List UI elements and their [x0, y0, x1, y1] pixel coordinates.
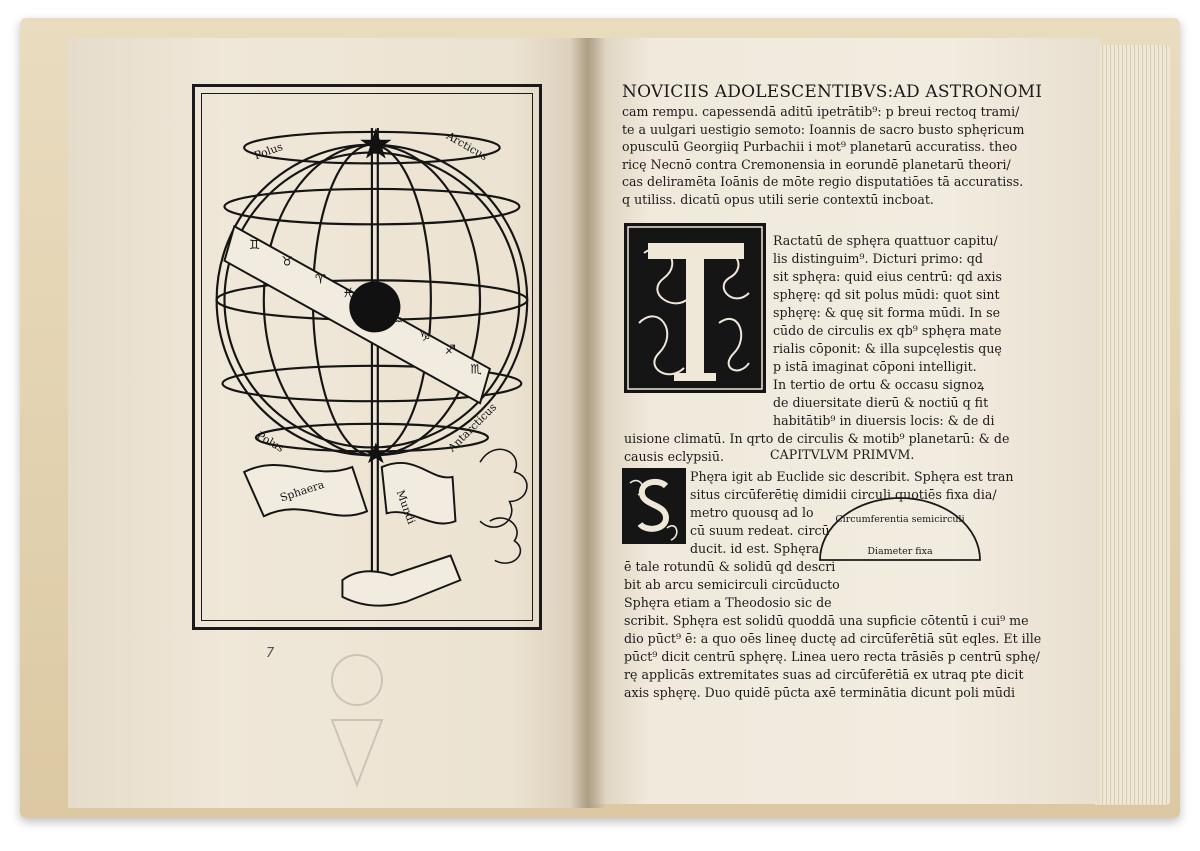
svg-text:♑: ♑: [419, 329, 430, 344]
right-page: [588, 38, 1100, 804]
t-line: lis distinguim⁹. Dicturi primo: qd: [773, 251, 983, 266]
s-line: cū suum redeat. circū: [690, 523, 830, 538]
t-line: p istā imaginat cōponi intelligit.: [773, 359, 977, 374]
body-line: pūct⁹ dicit centrū sphęrę. Linea uero re…: [624, 649, 1040, 664]
t-line: habitātib⁹ in diuersis locis: & de di: [773, 413, 995, 428]
body-line: ē tale rotundū & solidū qd descri: [624, 559, 836, 574]
intro-line: cas deliramēta Ioānis de mōte regio disp…: [622, 174, 1024, 190]
faint-stamp-image: [330, 654, 384, 788]
semicircle-diagram: Circumferentia semicirculi Diameter fixa: [819, 497, 981, 561]
intro-line: q utiliss. dicatū opus utili serie conte…: [622, 191, 934, 207]
svg-text:♉: ♉: [281, 255, 292, 270]
page-heading: NOVICIIS ADOLESCENTIBVS:AD ASTRONOMI: [622, 82, 1043, 102]
t-line: Ractatū de sphęra quattuor capitu/: [773, 233, 998, 248]
t-line: cūdo de circulis ex qb⁹ sphęra mate: [773, 323, 1002, 338]
svg-text:♒: ♒: [392, 314, 403, 329]
decorated-initial-t: [624, 223, 766, 393]
body-line: scribit. Sphęra est solidū quoddā una su…: [624, 613, 1029, 628]
t-line: sphęrę: & quę sit forma mūdi. In se: [773, 305, 1001, 320]
body-line: dio pūct⁹ ē: a quo oēs lineę ductę ad ci…: [624, 631, 1042, 646]
book-gutter: [570, 38, 606, 808]
label-polus-bottom: Polus: [254, 429, 286, 455]
s-line: Phęra igit ab Euclide sic describit. Sph…: [690, 469, 1014, 484]
svg-text:♏: ♏: [470, 363, 481, 378]
svg-text:♈: ♈: [315, 272, 326, 287]
t-line: rialis cōponit: & illa supcęlestis quę: [773, 341, 1002, 356]
diagram-base-label: Diameter fixa: [867, 546, 933, 557]
left-page: [68, 38, 588, 808]
page-edges: [1095, 45, 1170, 805]
body-line: axis sphęrę. Duo quidē pūcta axē terminā…: [624, 685, 1016, 700]
full-line: causis eclypsiū.: [624, 449, 724, 464]
s-line: ducit. id est. Sphęra: [690, 541, 820, 556]
body-line: bit ab arcu semicirculi circūducto: [624, 577, 840, 592]
diagram-arc-label: Circumferentia semicirculi: [835, 514, 964, 525]
body-line: rę applicās extremitates suas ad circūfe…: [624, 667, 1024, 682]
svg-text:♓: ♓: [342, 286, 353, 301]
t-line: In tertio de ortu & occasu signoꝝ: [773, 377, 985, 392]
svg-text:♐: ♐: [445, 343, 456, 358]
intro-line: opusculū Georgiiq Purbachii i mot⁹ plane…: [622, 139, 1018, 155]
intro-line: ricę Necnō contra Cremonensia in eorundē…: [622, 156, 1011, 172]
intro-line: te a uulgari uestigio semoto: Ioannis de…: [622, 121, 1025, 137]
right-page-text: NOVICIIS ADOLESCENTIBVS:AD ASTRONOMI cam…: [622, 82, 1087, 209]
full-line: uisione climatū. In qrto de circulis & m…: [624, 431, 1010, 446]
section-heading: CAPITVLVM PRIMVM.: [770, 447, 915, 462]
woodcut-inner-border: [201, 93, 533, 621]
t-line: de diuersitate dierū & noctiū q fit: [773, 395, 989, 410]
t-line: sphęrę: qd sit polus mūdi: quot sint: [773, 287, 1000, 302]
s-line: metro quousq ad lo: [690, 505, 814, 520]
t-line: sit sphęra: quid eius centrū: qd axis: [773, 269, 1003, 284]
body-line: Sphęra etiam a Theodosio sic de: [624, 595, 832, 610]
intro-line: cam rempu. capessendā aditū ipetrātib⁹: …: [622, 104, 1020, 119]
svg-text:♊: ♊: [249, 238, 260, 253]
pencil-mark: 7: [266, 646, 275, 661]
armillary-sphere-image: ♊♉ ♈♓ ♒♑ ♐♏ Polus Arcticus Polus Antarct…: [215, 127, 529, 607]
s-line: situs circūferētię dimidii circuli quoti…: [690, 487, 997, 502]
decorated-initial-s: [622, 468, 686, 544]
woodcut-illustration: ♊♉ ♈♓ ♒♑ ♐♏ Polus Arcticus Polus Antarct…: [192, 84, 542, 630]
